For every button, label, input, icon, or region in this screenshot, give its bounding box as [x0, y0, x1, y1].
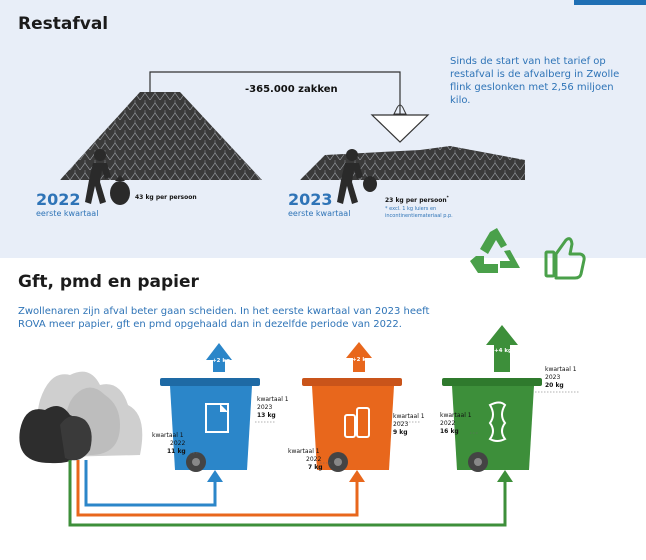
per-person-2022: 43 kg per persoon — [135, 194, 197, 201]
restafval-description: Sinds de start van het tarief op restafv… — [450, 56, 620, 106]
waste-pile-2023 — [300, 146, 525, 180]
year-2022: 2022 — [36, 190, 81, 209]
arrow-up-icon — [486, 325, 518, 372]
bottles-icon — [344, 407, 370, 438]
restafval-title: Restafval — [18, 14, 109, 34]
reduction-arrow — [149, 71, 430, 143]
period-2023: eerste kwartaal — [288, 209, 351, 218]
increase-gft: +4 kg — [494, 348, 512, 354]
bag-icon — [393, 104, 407, 115]
period-2022: eerste kwartaal — [36, 209, 99, 218]
per-person-2023: 23 kg per persoon — [385, 197, 447, 204]
increase-pmd: +2 kg — [352, 357, 370, 363]
pmd-bin — [302, 342, 402, 472]
flow-lines — [68, 460, 513, 527]
person-with-bag-icon — [85, 149, 130, 205]
apple-core-icon — [488, 401, 507, 442]
top-accent-bar — [574, 0, 646, 5]
paper-icon — [205, 403, 229, 433]
footnote: * excl. 1 kg luiers en incontinentiemate… — [385, 206, 453, 219]
recycle-icon — [470, 228, 520, 273]
waste-pile-2022 — [60, 92, 262, 180]
paper-bin — [160, 343, 260, 472]
trash-bags-icon — [19, 371, 143, 464]
reduction-label: -365.000 zakken — [245, 84, 338, 95]
gft-description: Zwollenaren zijn afval beter gaan scheid… — [18, 306, 430, 330]
person-with-bag-icon — [337, 149, 377, 204]
arrow-up-icon — [206, 343, 232, 372]
year-2023: 2023 — [288, 190, 333, 209]
thumbs-up-icon — [544, 237, 586, 280]
arrow-up-icon — [346, 342, 372, 372]
gft-title: Gft, pmd en papier — [18, 272, 199, 292]
gft-bin — [442, 325, 542, 472]
per-person-2023-mark: * — [446, 195, 449, 200]
increase-papier: +2 kg — [212, 358, 230, 364]
